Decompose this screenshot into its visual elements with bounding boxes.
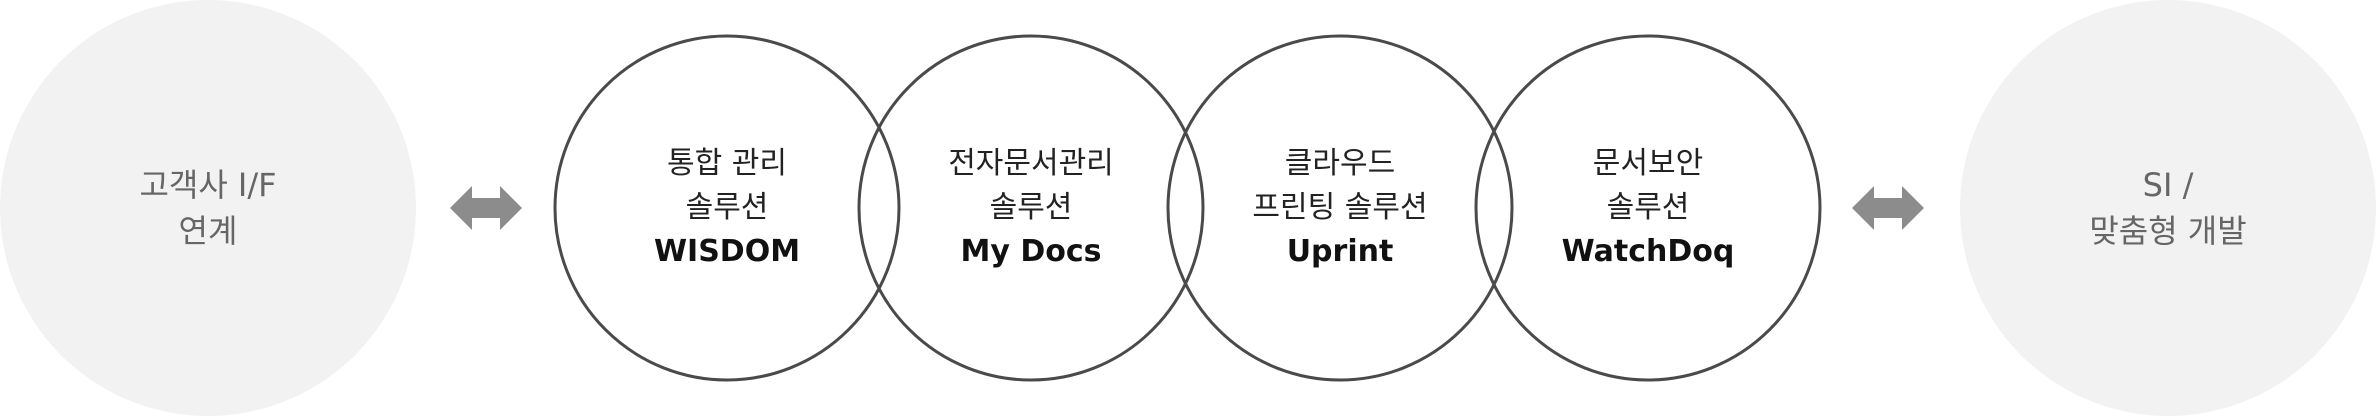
ring-watchdoq xyxy=(1474,34,1822,382)
double-arrow-icon xyxy=(450,186,522,230)
solution-watchdoq: 문서보안 솔루션 WatchDoq xyxy=(1498,142,1798,274)
double-arrow-icon xyxy=(1852,186,1924,230)
solution-uprint: 클라우드 프린팅 솔루션 Uprint xyxy=(1190,142,1490,274)
ring-my-docs xyxy=(857,34,1205,382)
ring-wisdom xyxy=(553,34,901,382)
solution-line1: 클라우드 xyxy=(1284,146,1396,181)
solution-product-name: My Docs xyxy=(960,234,1102,269)
solution-line2: 솔루션 xyxy=(685,190,769,225)
si-development-line2: 맞춤형 개발 xyxy=(2089,212,2247,250)
ring-uprint xyxy=(1166,34,1514,382)
customer-interface-line2: 연계 xyxy=(178,212,238,250)
solution-line1: 문서보안 xyxy=(1592,146,1704,181)
solution-line2: 솔루션 xyxy=(989,190,1073,225)
solution-product-name: WISDOM xyxy=(653,234,801,269)
solution-my-docs: 전자문서관리 솔루션 My Docs xyxy=(881,142,1181,274)
si-development-line1: SI / xyxy=(2142,166,2194,204)
solution-line1: 전자문서관리 xyxy=(948,146,1114,181)
solution-line1: 통합 관리 xyxy=(667,146,787,181)
solution-wisdom: 통합 관리 솔루션 WISDOM xyxy=(577,142,877,274)
customer-interface-line1: 고객사 I/F xyxy=(139,166,277,204)
solution-product-name: Uprint xyxy=(1286,234,1394,269)
si-development-node: SI / 맞춤형 개발 xyxy=(1960,0,2376,416)
customer-interface-node: 고객사 I/F 연계 xyxy=(0,0,416,416)
solution-product-name: WatchDoq xyxy=(1561,234,1735,269)
solution-line2: 솔루션 xyxy=(1606,190,1690,225)
solution-line2: 프린팅 솔루션 xyxy=(1252,190,1428,225)
